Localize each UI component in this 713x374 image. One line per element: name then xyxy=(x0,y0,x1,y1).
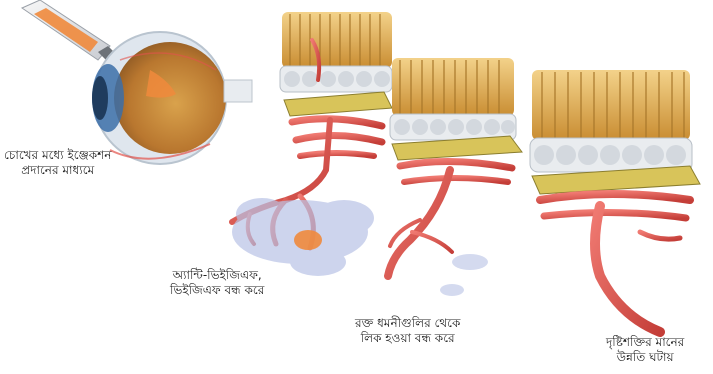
photoreceptor-layer-3 xyxy=(532,70,690,140)
label-injection-line1: চোখের মধ্যে ইঞ্জেকশন xyxy=(4,148,111,163)
eyeball-icon xyxy=(92,32,252,164)
photoreceptor-layer-2 xyxy=(392,58,514,116)
small-fluid-drops xyxy=(440,254,488,296)
rpe-cell-layer-3 xyxy=(530,138,692,172)
label-anti-vegf: অ্যান্টি-ভিইজিএফ, ভিইজিএফ বন্ধ করে xyxy=(170,268,264,298)
vegf-blob xyxy=(294,230,322,250)
photoreceptor-layer xyxy=(282,12,392,68)
rpe-cell-layer-2 xyxy=(390,114,516,140)
healthy-vessel-network xyxy=(540,194,690,332)
bruch-membrane xyxy=(284,92,392,116)
label-stops-leak-line2: লিক হওয়া বন্ধ করে xyxy=(355,331,460,346)
label-stops-leak: রক্ত ধমনীগুলির থেকে লিক হওয়া বন্ধ করে xyxy=(355,316,460,346)
label-injection: চোখের মধ্যে ইঞ্জেকশন প্রদানের মাধ্যমে xyxy=(4,148,111,178)
eye-injection-illustration xyxy=(22,0,252,164)
panel-sealed-vessels xyxy=(388,58,522,296)
rpe-cell-layer xyxy=(280,66,392,92)
sealed-vessel-network xyxy=(388,161,512,276)
label-improves-vision: দৃষ্টিশক্তির মানের উন্নতি ঘটায় xyxy=(606,335,684,365)
label-improves-vision-line1: দৃষ্টিশক্তির মানের xyxy=(606,335,684,350)
label-improves-vision-line2: উন্নতি ঘটায় xyxy=(606,350,684,365)
label-anti-vegf-line2: ভিইজিএফ বন্ধ করে xyxy=(170,283,264,298)
label-stops-leak-line1: রক্ত ধমনীগুলির থেকে xyxy=(355,316,460,331)
panel-leaking-vessels xyxy=(232,12,392,276)
panel-healthy-retina xyxy=(530,70,700,332)
label-injection-line2: প্রদানের মাধ্যমে xyxy=(4,163,111,178)
label-anti-vegf-line1: অ্যান্টি-ভিইজিএফ, xyxy=(170,268,264,283)
